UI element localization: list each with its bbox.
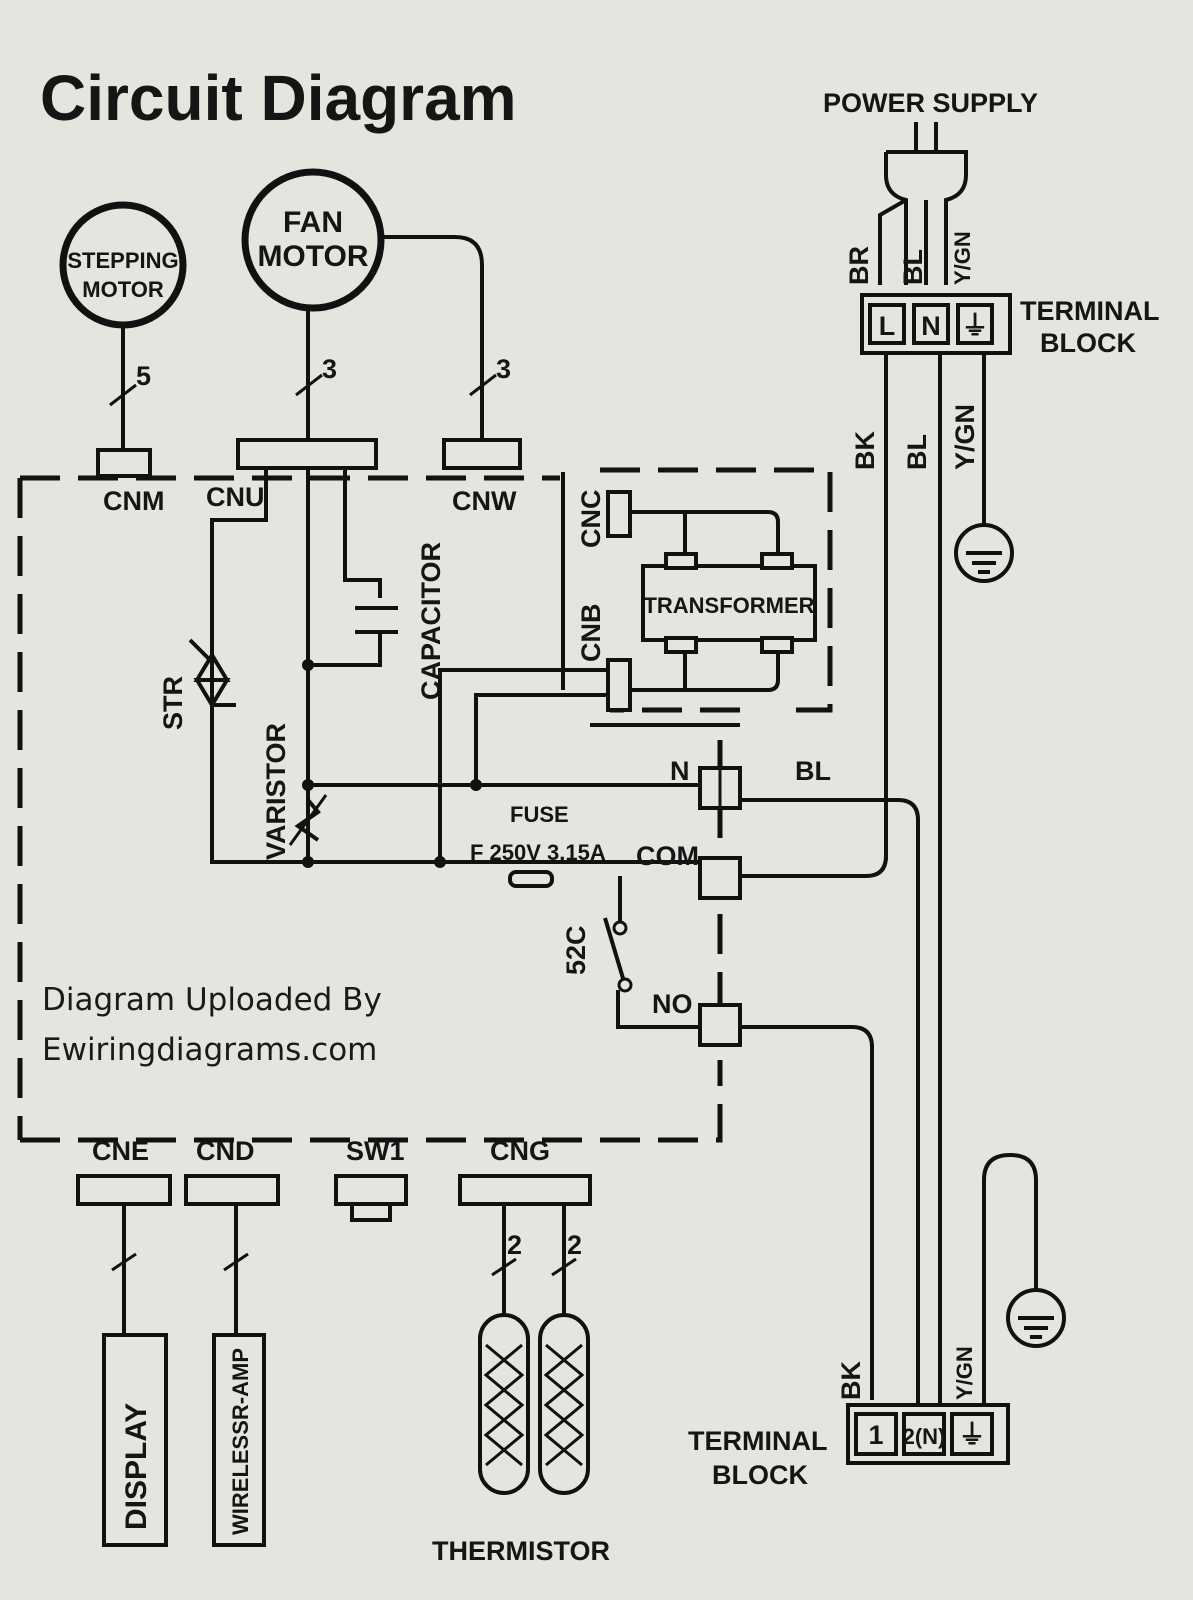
cnu-connector bbox=[236, 438, 378, 470]
wire-color-bl-top: BL bbox=[898, 249, 928, 285]
cnd-connector bbox=[184, 1174, 280, 1206]
str-label: STR bbox=[158, 676, 188, 730]
fuse bbox=[508, 870, 554, 888]
credit-watermark: Diagram Uploaded By Ewiringdiagrams.com bbox=[42, 975, 382, 1075]
board-outline bbox=[17, 475, 723, 1143]
wire-color-ygn-mid: Y/GN bbox=[950, 404, 980, 470]
thermistor-wire-count-2: 2 bbox=[567, 1230, 582, 1260]
credit-line-2: Ewiringdiagrams.com bbox=[42, 1032, 378, 1068]
cnc-label: CNC bbox=[576, 490, 606, 549]
fuse-label: FUSE bbox=[510, 802, 569, 827]
stepping-motor-label-2: MOTOR bbox=[82, 277, 164, 302]
wire-color-bk-mid: BK bbox=[850, 431, 880, 470]
varistor-label: VARISTOR bbox=[261, 723, 291, 860]
fuse-rating: F 250V 3.15A bbox=[470, 840, 606, 865]
thermistor-wire-count-1: 2 bbox=[507, 1230, 522, 1260]
sw1-label: SW1 bbox=[346, 1136, 405, 1166]
terminal-block-bottom-label-2: BLOCK bbox=[712, 1460, 808, 1490]
relay-no-terminal bbox=[698, 1003, 742, 1047]
ground-icon-top bbox=[954, 523, 1014, 583]
thermistor-label: THERMISTOR bbox=[432, 1536, 610, 1566]
terminal-block-top-label-2: BLOCK bbox=[1040, 328, 1136, 358]
wire-color-ygn-top: Y/GN bbox=[950, 231, 975, 285]
cnm-label: CNM bbox=[103, 486, 165, 516]
transformer-outline bbox=[600, 467, 833, 713]
terminal-2n: 2(N) bbox=[903, 1424, 946, 1449]
sw1-switch bbox=[334, 1174, 408, 1222]
terminal-ground-bottom: ⏚ bbox=[959, 1420, 986, 1450]
wireless-amp-module: WIRELESSR-AMP bbox=[212, 1333, 266, 1547]
power-supply-label: POWER SUPPLY bbox=[823, 88, 1038, 118]
stepping-wire-count: 5 bbox=[136, 361, 151, 391]
varistor bbox=[288, 794, 328, 846]
relay-com-terminal bbox=[698, 856, 742, 900]
stepping-motor: STEPPING MOTOR bbox=[59, 201, 187, 329]
terminal-block-top-label-1: TERMINAL bbox=[1020, 296, 1159, 326]
fan-wire-count-1: 3 bbox=[322, 354, 337, 384]
fan-motor: FAN MOTOR bbox=[241, 168, 385, 312]
fan-motor-label-1: FAN bbox=[283, 206, 343, 239]
cne-label: CNE bbox=[92, 1136, 149, 1166]
cng-label: CNG bbox=[490, 1136, 550, 1166]
cnw-label: CNW bbox=[452, 486, 517, 516]
str-component bbox=[188, 638, 236, 709]
capacitor bbox=[308, 606, 398, 667]
wire-color-br: BR bbox=[844, 246, 874, 285]
terminal-ground-top: ⏚ bbox=[962, 311, 989, 341]
cnc-connector bbox=[606, 490, 632, 538]
fan-wire-count-2: 3 bbox=[496, 354, 511, 384]
relay-52c-switch bbox=[603, 876, 700, 1029]
display-label: DISPLAY bbox=[120, 1403, 153, 1530]
relay-bl-label: BL bbox=[795, 756, 831, 786]
cnm-connector bbox=[96, 448, 152, 478]
display-module: DISPLAY bbox=[102, 1333, 168, 1547]
ground-icon-bottom bbox=[1006, 1288, 1066, 1348]
terminal-block-bottom-label-1: TERMINAL bbox=[688, 1426, 827, 1456]
cnd-label: CND bbox=[196, 1136, 255, 1166]
terminal-1: 1 bbox=[868, 1420, 883, 1450]
terminal-n: N bbox=[921, 311, 941, 341]
diagram-title: Circuit Diagram bbox=[40, 62, 517, 134]
relay-n-label: N bbox=[670, 756, 690, 786]
terminal-block-top: L N ⏚ bbox=[860, 293, 1012, 355]
wireless-amp-label: WIRELESSR-AMP bbox=[228, 1348, 253, 1535]
relay-52c-label: 52C bbox=[561, 925, 591, 975]
transformer-label: TRANSFORMER bbox=[643, 593, 814, 618]
credit-line-1: Diagram Uploaded By bbox=[42, 982, 382, 1018]
cnw-connector bbox=[442, 438, 522, 470]
junctions bbox=[302, 659, 482, 868]
stepping-motor-label-1: STEPPING bbox=[67, 248, 178, 273]
relay-no-label: NO bbox=[652, 989, 693, 1019]
wire-color-bl-mid: BL bbox=[902, 434, 932, 470]
thermistor-1 bbox=[478, 1313, 530, 1495]
terminal-l: L bbox=[879, 311, 896, 341]
cnu-label: CNU bbox=[206, 482, 265, 512]
terminal-block-bottom: 1 2(N) ⏚ bbox=[846, 1403, 1010, 1465]
fan-motor-label-2: MOTOR bbox=[257, 240, 368, 273]
relay-com-label: COM bbox=[636, 841, 699, 871]
transformer bbox=[630, 510, 817, 692]
plug-icon bbox=[878, 122, 968, 285]
cnb-label: CNB bbox=[576, 604, 606, 663]
wire-color-ygn-bottom: Y/GN bbox=[952, 1346, 977, 1400]
cne-connector bbox=[76, 1174, 172, 1206]
cng-connector bbox=[458, 1174, 592, 1206]
wire-color-bk-bottom: BK bbox=[836, 1361, 866, 1400]
cnb-connector bbox=[606, 658, 632, 712]
thermistor-2 bbox=[538, 1313, 590, 1495]
